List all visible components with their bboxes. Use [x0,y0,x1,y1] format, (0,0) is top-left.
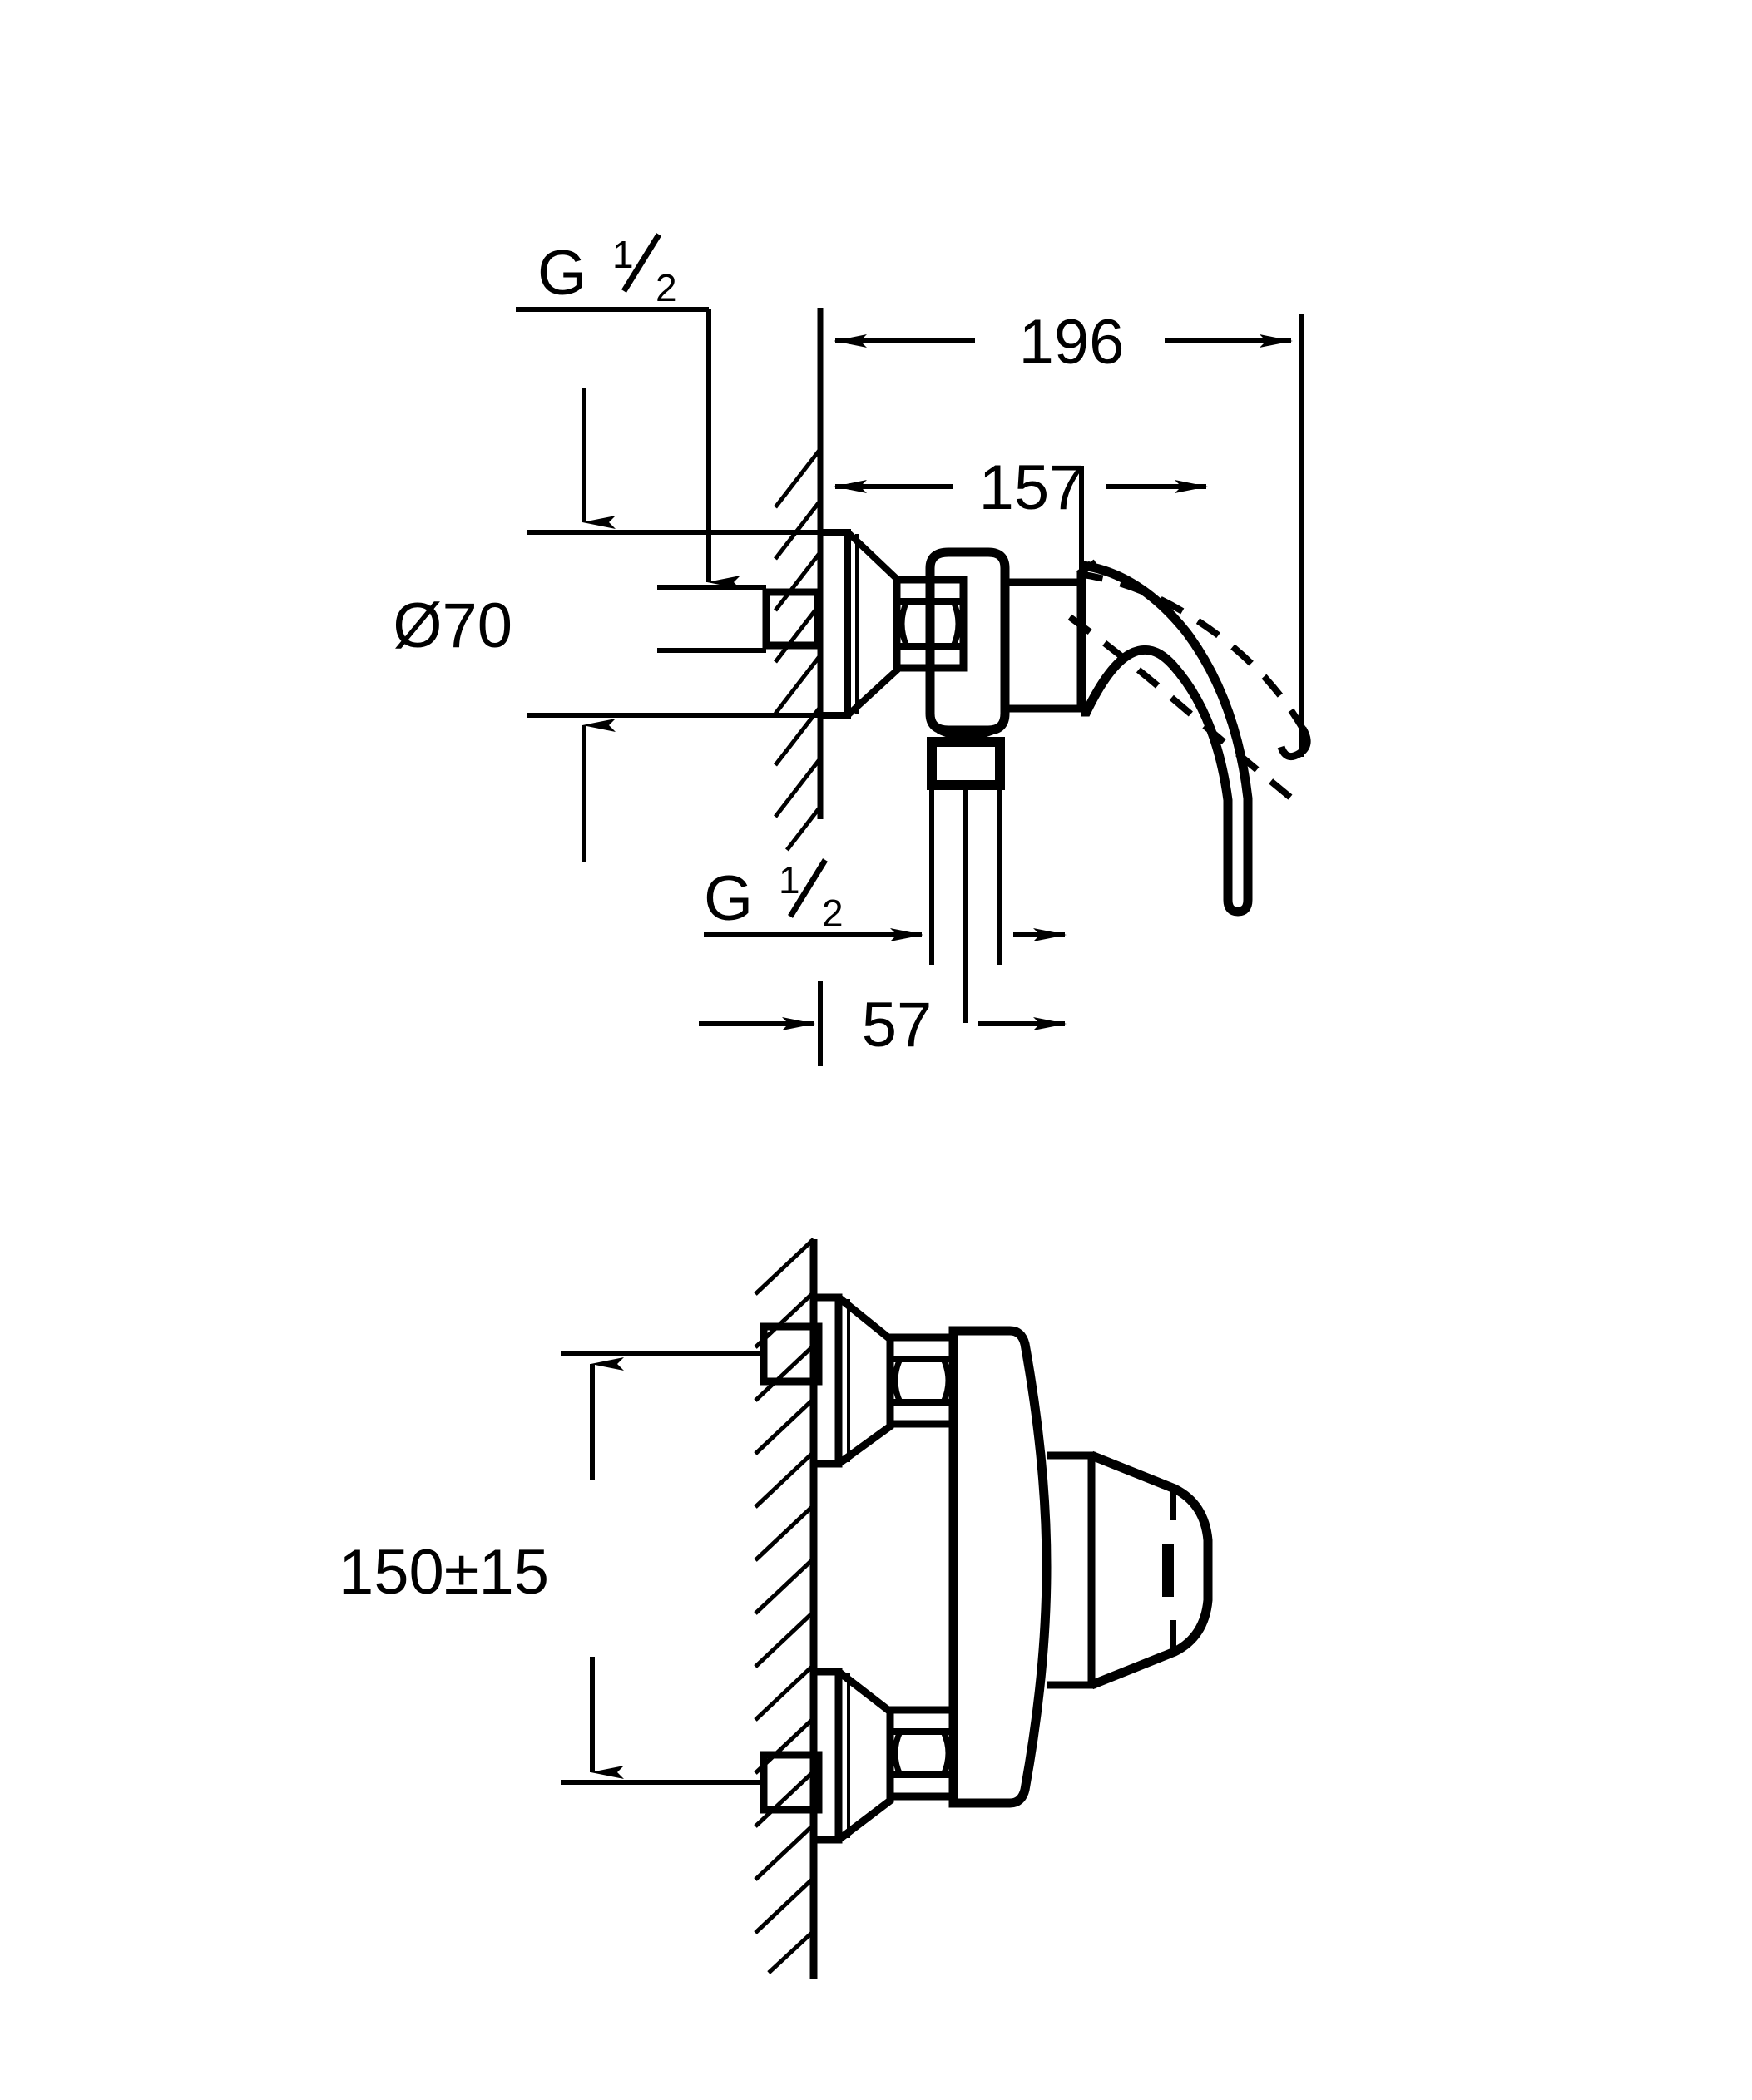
thread-label-outlet-denominator: 2 [822,892,844,935]
inlet-connector-top [657,585,822,653]
thread-label-outlet-slash [788,858,828,918]
thread-label-inlet-slash [621,233,661,293]
escutcheon-lower-bottom [814,1668,894,1844]
dimension-57 [699,981,1067,1066]
wall-bottom-view [754,1238,818,1979]
dimension-150pm15 [561,1351,764,1785]
dimension-diameter-70 [527,388,820,862]
wall-hatching-top [774,447,822,852]
wall-hatching-bottom [754,1238,815,1974]
thread-label-inlet-numerator: 1 [612,233,634,276]
top-view-group [516,307,1311,1066]
thread-label-inlet-g: G [537,238,586,309]
escutcheon-upper-bottom [814,1293,894,1468]
escutcheon-top [820,529,900,719]
thread-label-outlet-g: G [704,863,753,934]
hex-nut-upper-bottom [886,1333,958,1428]
dimension-label-diameter-70: Ø70 [393,590,512,661]
hex-nut-lower-bottom [886,1706,958,1801]
handle-cap-bottom [1047,1450,1213,1690]
thread-label-inlet: G 1 2 [537,233,677,309]
thread-label-inlet-denominator: 2 [656,266,677,309]
thread-label-outlet-numerator: 1 [779,858,800,902]
mixer-body-bottom [948,1326,1052,1808]
dimension-label-57: 57 [862,990,933,1060]
wall-top-view [774,308,824,852]
shower-outlet-top [927,727,1005,1023]
bottom-view-group [561,1238,1213,1979]
dimension-label-150pm15: 150±15 [339,1537,549,1608]
dimension-label-196: 196 [1019,307,1125,378]
dimension-label-157: 157 [979,452,1085,523]
lever-handle-top [1081,561,1253,917]
thread-callout-inlet-leader [516,307,740,589]
thread-label-outlet: G 1 2 [704,858,844,935]
